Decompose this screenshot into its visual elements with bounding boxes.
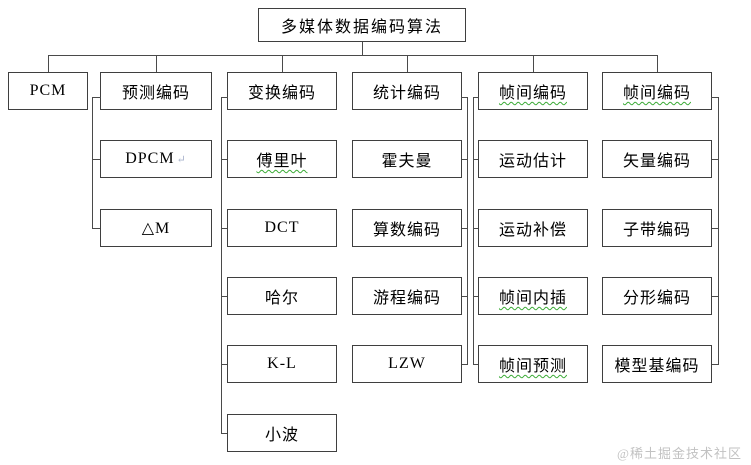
node-fourier: 傅里叶	[227, 140, 337, 178]
node-label: 预测编码	[121, 85, 190, 102]
connector-statistical-stub-4	[461, 364, 468, 365]
node-motion-compensation: 运动补偿	[478, 209, 588, 247]
node-wavelet: 小波	[227, 414, 337, 452]
connector-predictive-stub-2	[92, 228, 101, 229]
node-predictive-coding: 预测编码	[100, 72, 212, 110]
connector-interframe2-stub-3	[711, 296, 719, 297]
node-label: 运动补偿	[498, 222, 567, 239]
node-haar: 哈尔	[227, 277, 337, 315]
connector-interframe1-stub-1	[473, 159, 479, 160]
node-statistical-coding: 统计编码	[352, 72, 462, 110]
node-label: 模型基编码	[614, 358, 700, 375]
node-pcm: PCM	[8, 72, 88, 110]
connector-drop-interframe-1	[533, 55, 534, 72]
line-break-mark: ↵	[176, 153, 187, 166]
node-label: 小波	[264, 427, 299, 444]
node-label: 矢量编码	[622, 153, 691, 170]
node-fractal-coding: 分形编码	[602, 277, 712, 315]
node-label: 子带编码	[622, 222, 691, 239]
node-label: △M	[141, 220, 171, 237]
connector-drop-predictive	[156, 55, 157, 72]
connector-predictive-spine	[92, 97, 93, 229]
node-interframe-coding-2: 帧间编码	[602, 72, 712, 110]
connector-drop-transform	[282, 55, 283, 72]
node-label: 变换编码	[247, 85, 316, 102]
connector-drop-pcm	[48, 55, 49, 72]
connector-root-drop	[362, 42, 363, 55]
connector-predictive-exit	[92, 97, 101, 98]
node-label: 哈尔	[264, 290, 299, 307]
connector-interframe1-stub-3	[473, 296, 479, 297]
node-dct: DCT	[227, 209, 337, 247]
connector-statistical-stub-1	[461, 159, 468, 160]
node-label: 分形编码	[622, 290, 691, 307]
connector-transform-stub-3	[221, 296, 228, 297]
node-dpcm: DPCM ↵	[100, 140, 212, 178]
node-label: 算数编码	[372, 222, 441, 239]
node-interframe-interpolation: 帧间内插	[478, 277, 588, 315]
node-label: 游程编码	[372, 290, 441, 307]
node-label: 霍夫曼	[381, 153, 433, 170]
connector-top-rail	[48, 55, 658, 56]
connector-transform-stub-1	[221, 159, 228, 160]
connector-transform-stub-5	[221, 433, 228, 434]
connector-interframe2-stub-1	[711, 159, 719, 160]
connector-interframe2-stub-4	[711, 364, 719, 365]
connector-drop-interframe-2	[657, 55, 658, 72]
connector-interframe1-exit	[473, 97, 479, 98]
connector-statistical-exit	[461, 97, 468, 98]
connector-interframe2-spine	[718, 97, 719, 365]
connector-transform-spine	[221, 97, 222, 434]
connector-drop-statistical	[407, 55, 408, 72]
node-arithmetic-coding: 算数编码	[352, 209, 462, 247]
node-label: LZW	[388, 355, 426, 372]
node-vector-coding: 矢量编码	[602, 140, 712, 178]
connector-statistical-spine	[467, 97, 468, 365]
node-lzw: LZW	[352, 345, 462, 383]
connector-interframe1-stub-2	[473, 228, 479, 229]
node-label: 帧间编码	[498, 85, 567, 102]
node-transform-coding: 变换编码	[227, 72, 337, 110]
node-interframe-coding-1: 帧间编码	[478, 72, 588, 110]
node-label: PCM	[29, 82, 67, 99]
connector-interframe1-spine	[473, 97, 474, 365]
watermark: @稀土掘金技术社区	[617, 446, 742, 461]
connector-transform-stub-4	[221, 364, 228, 365]
connector-statistical-stub-3	[461, 296, 468, 297]
connector-interframe2-stub-2	[711, 228, 719, 229]
node-model-based-coding: 模型基编码	[602, 345, 712, 383]
node-label: 帧间内插	[498, 290, 567, 307]
node-label: 傅里叶	[256, 153, 308, 170]
node-label: 多媒体数据编码算法	[280, 19, 443, 36]
node-kl: K-L	[227, 345, 337, 383]
node-label: 统计编码	[372, 85, 441, 102]
node-root-multimedia-coding: 多媒体数据编码算法	[258, 8, 466, 42]
connector-interframe2-exit	[711, 97, 719, 98]
node-label: K-L	[267, 355, 297, 372]
node-label: DCT	[264, 219, 300, 236]
node-delta-m: △M	[100, 209, 212, 247]
node-label: 运动估计	[498, 153, 567, 170]
node-label: DPCM	[125, 150, 175, 167]
connector-predictive-stub-1	[92, 159, 101, 160]
node-huffman: 霍夫曼	[352, 140, 462, 178]
connector-transform-exit	[221, 97, 228, 98]
node-label: 帧间编码	[622, 85, 691, 102]
node-run-length-coding: 游程编码	[352, 277, 462, 315]
node-label: 帧间预测	[498, 358, 567, 375]
node-subband-coding: 子带编码	[602, 209, 712, 247]
connector-interframe1-stub-4	[473, 364, 479, 365]
node-interframe-prediction: 帧间预测	[478, 345, 588, 383]
connector-statistical-stub-2	[461, 228, 468, 229]
connector-transform-stub-2	[221, 228, 228, 229]
node-motion-estimation: 运动估计	[478, 140, 588, 178]
